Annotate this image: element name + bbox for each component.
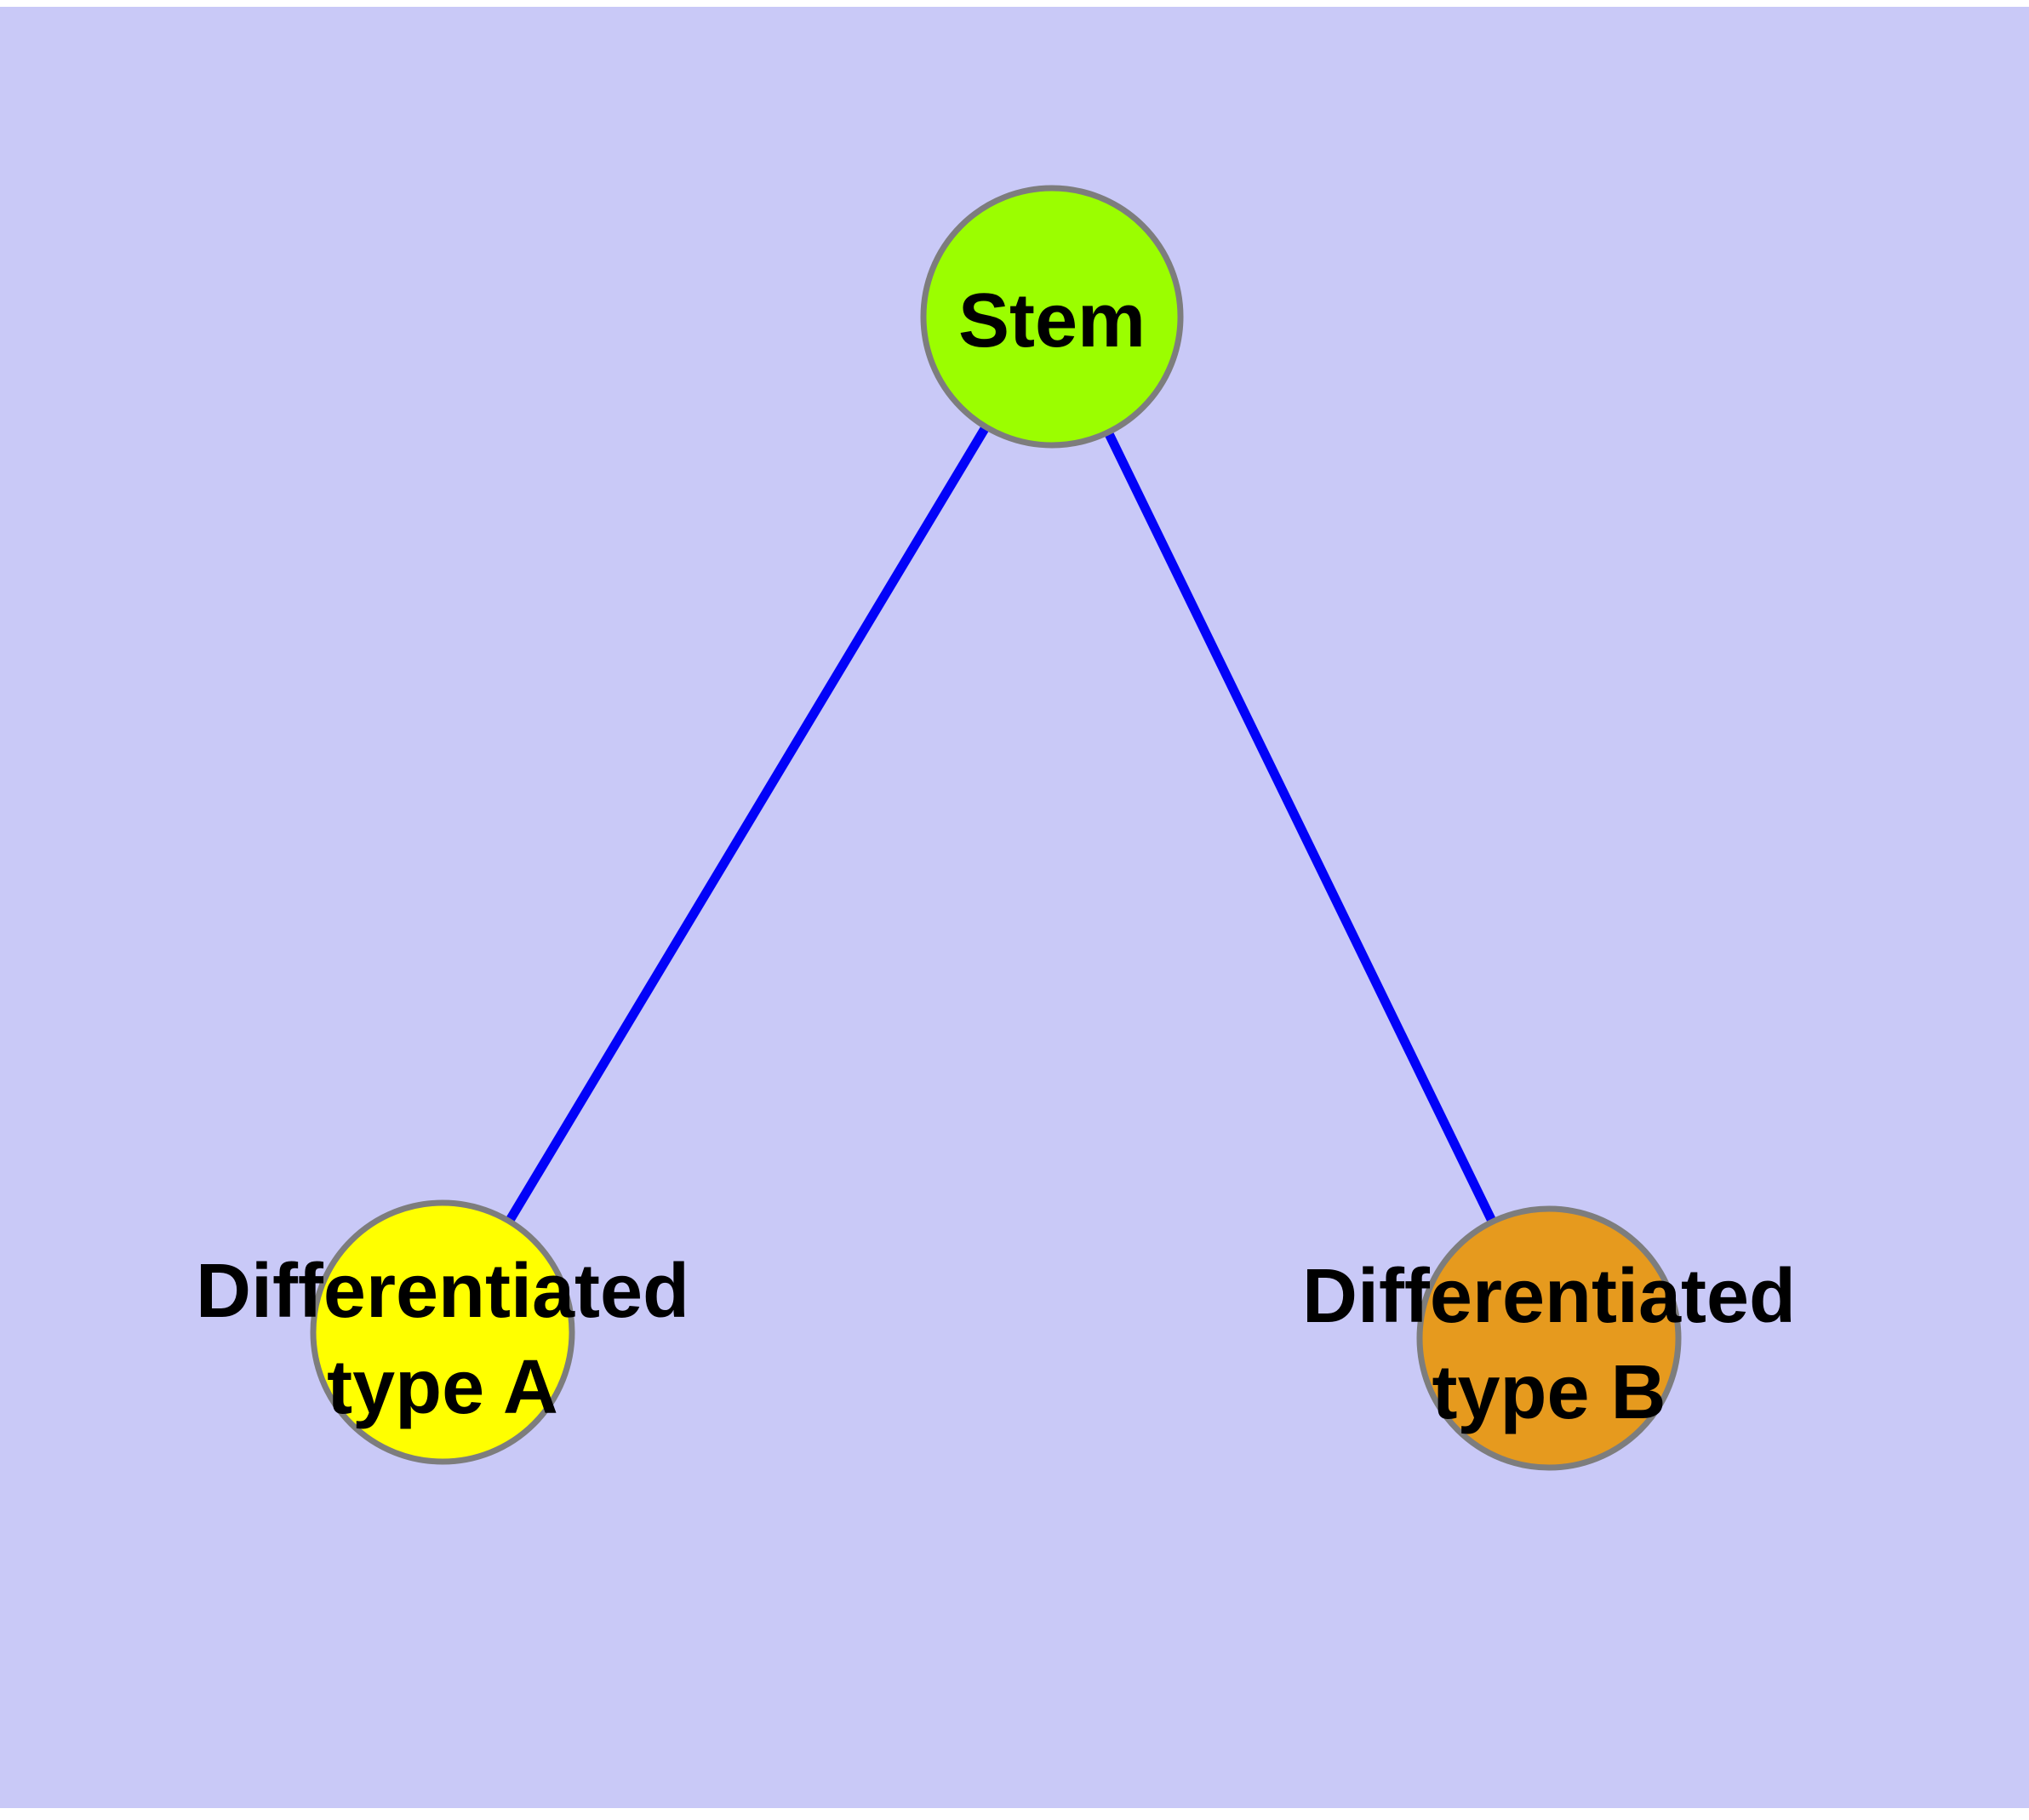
node-differentiated-type-b-label-line1: Differentiated xyxy=(1302,1254,1796,1339)
node-stem-label: Stem xyxy=(958,278,1146,363)
edge-stem-to-type-a xyxy=(438,314,1056,1335)
node-differentiated-type-a-label-line1: Differentiated xyxy=(196,1249,689,1334)
edge-stem-to-type-b xyxy=(1048,314,1553,1341)
node-differentiated-type-b xyxy=(1416,1205,1682,1471)
node-stem xyxy=(920,185,1184,449)
node-differentiated-type-b-label-line2: type B xyxy=(1432,1350,1666,1435)
node-differentiated-type-a xyxy=(310,1199,575,1465)
node-differentiated-type-a-label-line2: type A xyxy=(327,1345,558,1430)
